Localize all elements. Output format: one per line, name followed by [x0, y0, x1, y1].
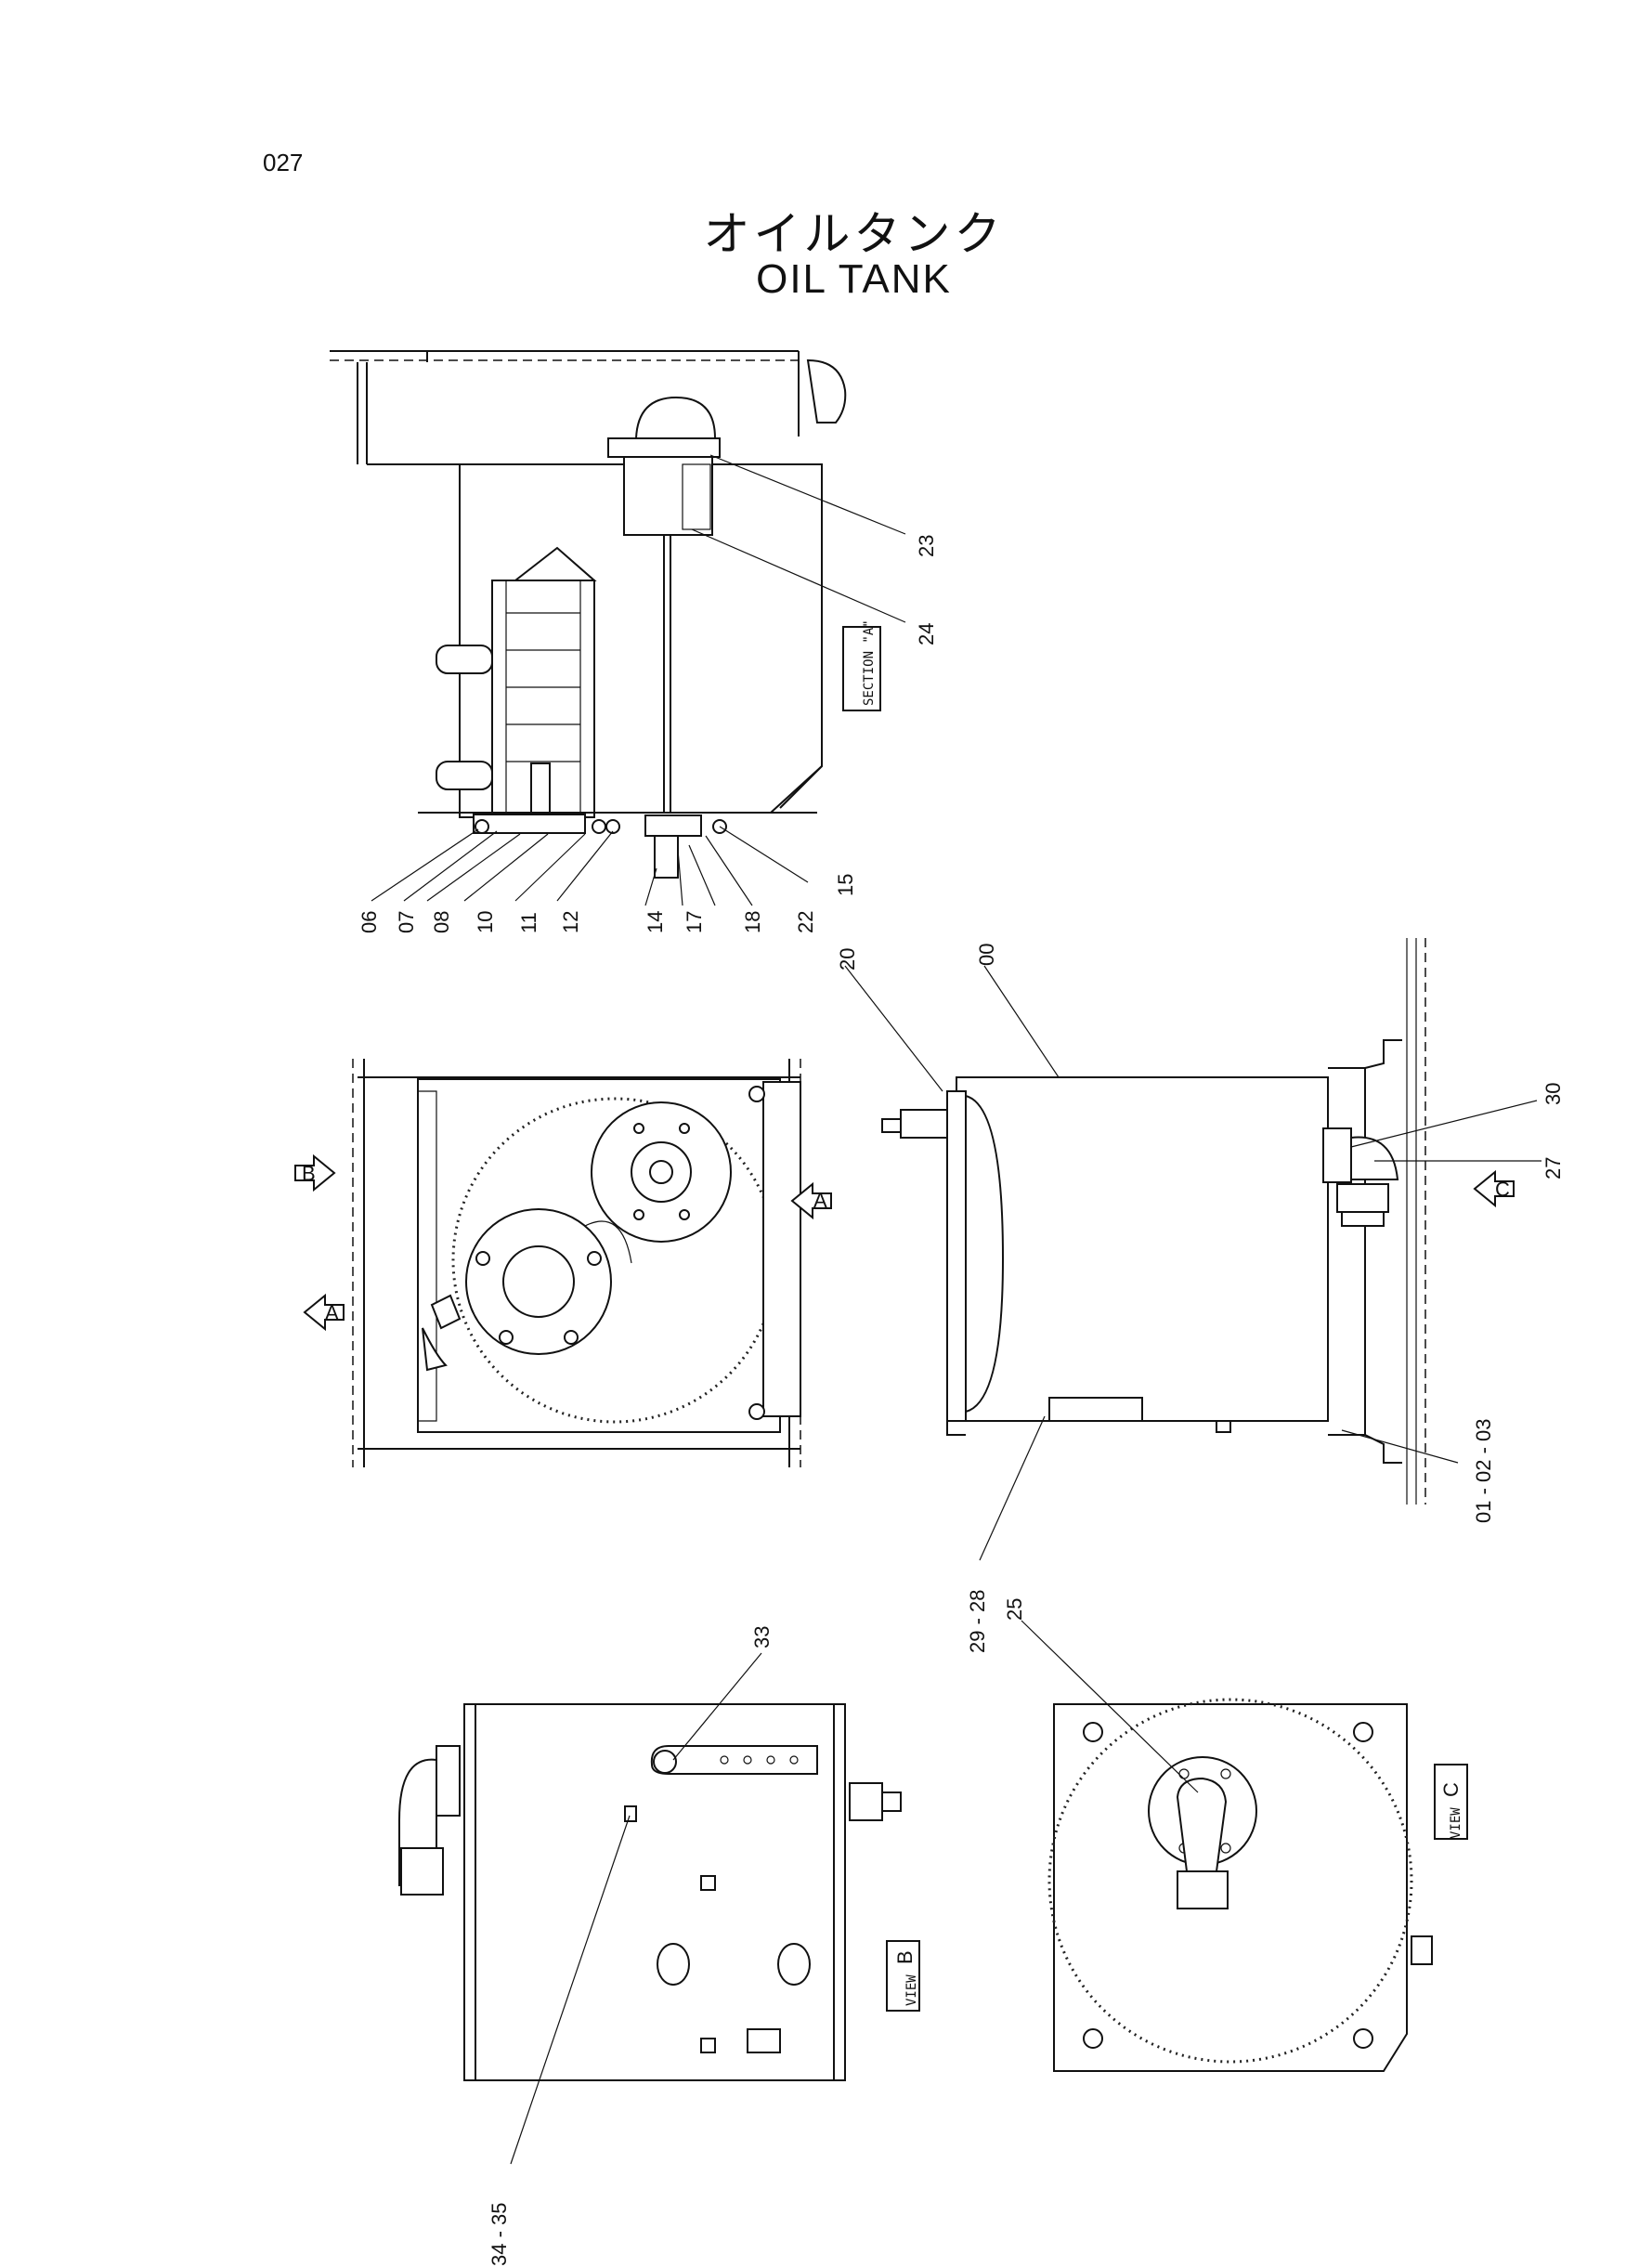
callout-33: 33	[750, 1626, 774, 1648]
callout-06: 06	[358, 911, 381, 933]
callout-23: 23	[915, 535, 938, 557]
callout-11: 11	[517, 912, 540, 933]
view-b-tag-letter: B	[893, 1950, 917, 1964]
callout-29-28: 29 - 28	[966, 1590, 989, 1654]
leader-lines	[371, 454, 1541, 2165]
callout-18: 18	[741, 911, 764, 933]
page-title-japanese: オイルタンク	[703, 207, 1005, 261]
callout-22: 22	[794, 911, 817, 933]
view-arrows: B A A C	[294, 1153, 1515, 1332]
callout-17: 17	[683, 911, 706, 933]
callout-14: 14	[644, 911, 667, 933]
callout-00: 00	[975, 944, 998, 966]
arrow-c-letter: C	[1495, 1178, 1510, 1201]
callout-12: 12	[559, 911, 582, 933]
view-b-tag-word: VIEW	[904, 1974, 919, 2006]
callout-20: 20	[836, 948, 859, 971]
callout-08: 08	[430, 911, 453, 933]
arrow-a-left-letter: A	[325, 1301, 339, 1324]
callout-25: 25	[1003, 1598, 1026, 1621]
page-title-english: OIL TANK	[756, 256, 952, 302]
section-a-view: SECTION "A"	[330, 350, 881, 879]
callouts: 23 24 06 07 08 10 11 12 14 17 18 22 15 2…	[358, 535, 1565, 2266]
plan-view	[352, 1059, 801, 1467]
side-view	[881, 938, 1426, 1505]
callout-34-35: 34 - 35	[488, 2203, 511, 2267]
callout-30: 30	[1541, 1083, 1565, 1105]
view-c: VIEW C	[1047, 1698, 1468, 2072]
callout-24: 24	[915, 623, 938, 645]
view-b: VIEW B	[398, 1703, 920, 2081]
arrow-b-letter: B	[302, 1162, 316, 1185]
view-c-tag-letter: C	[1439, 1782, 1463, 1797]
callout-10: 10	[474, 911, 497, 933]
arrow-a-right-letter: A	[813, 1189, 827, 1212]
callout-07: 07	[395, 911, 418, 933]
callout-27: 27	[1541, 1157, 1565, 1179]
callout-15: 15	[834, 874, 857, 896]
view-c-tag-word: VIEW	[1449, 1807, 1463, 1839]
section-a-tag: SECTION "A"	[862, 619, 877, 706]
page-number: 027	[263, 149, 304, 176]
callout-01-02-03: 01 - 02 - 03	[1472, 1418, 1495, 1523]
